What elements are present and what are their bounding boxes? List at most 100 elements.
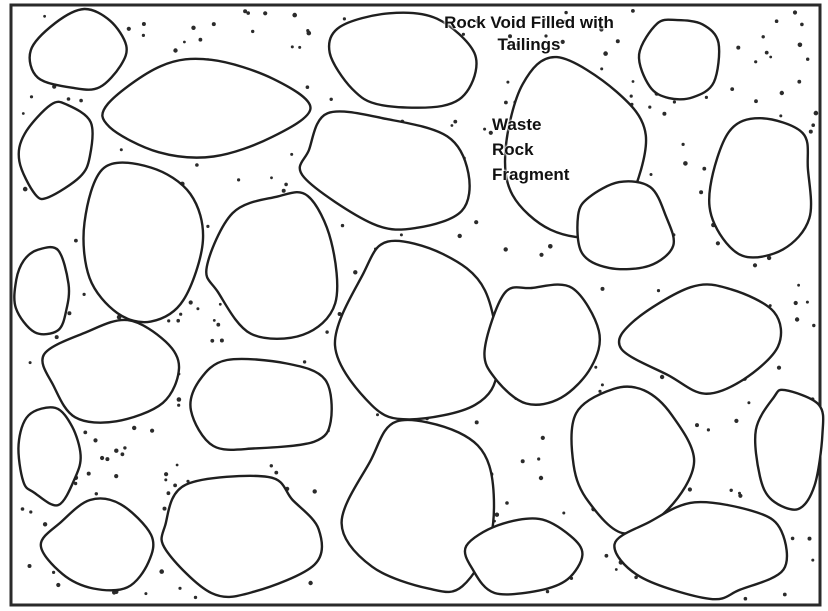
rock-void-label-line-2: Tailings: [418, 34, 640, 56]
tailings-grain: [632, 80, 635, 83]
tailings-grain: [730, 489, 733, 492]
tailings-grain: [308, 581, 312, 585]
tailings-grain: [177, 404, 180, 407]
tailings-grain: [114, 449, 118, 453]
tailings-grain: [376, 413, 379, 416]
tailings-grain: [682, 143, 685, 146]
tailings-grain: [83, 293, 86, 296]
tailings-grain: [539, 253, 543, 257]
tailings-grain: [164, 472, 168, 476]
tailings-grain: [243, 9, 247, 13]
tailings-grain: [730, 87, 734, 91]
tailings-grain: [600, 67, 603, 70]
tailings-grain: [783, 593, 787, 597]
tailings-grain: [159, 569, 164, 574]
tailings-grain: [601, 287, 605, 291]
tailings-grain: [798, 43, 803, 48]
tailings-grain: [114, 474, 118, 478]
tailings-grain: [702, 167, 706, 171]
tailings-grain: [546, 590, 549, 593]
waste-rock-fragment: [83, 163, 203, 323]
tailings-grain: [601, 383, 604, 386]
tailings-grain: [55, 335, 59, 339]
tailings-grain: [100, 456, 104, 460]
tailings-grain: [705, 96, 708, 99]
tailings-grain: [237, 178, 240, 181]
tailings-grain: [736, 46, 740, 50]
tailings-grain: [474, 220, 478, 224]
tailings-grain: [734, 419, 738, 423]
tailings-grain: [284, 183, 288, 187]
tailings-grain: [539, 476, 543, 480]
tailings-grain: [177, 397, 182, 402]
tailings-grain: [738, 492, 741, 495]
tailings-grain: [794, 301, 798, 305]
waste-rock-label-line-3: Fragment: [492, 162, 569, 187]
tailings-grain: [30, 95, 33, 98]
tailings-grain: [87, 472, 91, 476]
tailings-grain: [56, 583, 60, 587]
tailings-grain: [765, 51, 769, 55]
tailings-grain: [43, 15, 46, 18]
tailings-grain: [52, 571, 55, 574]
tailings-grain: [219, 303, 222, 306]
tailings-grain: [325, 330, 328, 333]
tailings-grain: [814, 111, 819, 116]
tailings-grain: [199, 38, 203, 42]
tailings-grain: [673, 100, 676, 103]
tailings-grain: [216, 323, 220, 327]
tailings-grain: [274, 471, 278, 475]
tailings-grain: [167, 491, 171, 495]
tailings-grain: [179, 313, 182, 316]
tailings-grain: [220, 339, 224, 343]
tailings-grain: [74, 239, 78, 243]
tailings-grain: [683, 161, 688, 166]
tailings-grain: [270, 176, 273, 179]
tailings-grain: [754, 60, 757, 63]
tailings-grain: [313, 489, 317, 493]
tailings-grain: [506, 81, 509, 84]
tailings-grain: [23, 187, 28, 192]
tailings-grain: [541, 436, 545, 440]
tailings-grain: [83, 431, 87, 435]
tailings-grain: [210, 339, 214, 343]
waste-rock-fragment: [14, 247, 69, 334]
tailings-grain: [341, 224, 344, 227]
tailings-grain: [458, 234, 462, 238]
tailings-grain: [699, 190, 703, 194]
tailings-grain: [43, 522, 47, 526]
tailings-grain: [173, 48, 177, 52]
tailings-grain: [167, 319, 170, 322]
tailings-grain: [769, 56, 772, 59]
tailings-grain: [67, 311, 71, 315]
tailings-grain: [303, 360, 306, 363]
tailings-grain: [251, 30, 254, 33]
tailings-grain: [93, 438, 97, 442]
tailings-grain: [105, 457, 109, 461]
tailings-grain: [716, 241, 720, 245]
tailings-grain: [123, 446, 126, 449]
tailings-grain: [451, 124, 454, 127]
tailings-grain: [144, 592, 147, 595]
tailings-grain: [762, 35, 765, 38]
tailings-grain: [150, 429, 154, 433]
waste-rock-label-line-1: Waste: [492, 112, 569, 137]
tailings-grain: [806, 301, 809, 304]
tailings-grain: [504, 247, 508, 251]
tailings-grain: [292, 13, 297, 18]
tailings-grain: [800, 23, 804, 27]
tailings-grain: [662, 112, 666, 116]
tailings-grain: [660, 375, 664, 379]
tailings-grain: [775, 19, 779, 23]
tailings-grain: [263, 11, 267, 15]
tailings-grain: [353, 270, 357, 274]
tailings-grain: [707, 428, 710, 431]
tailings-grain: [291, 45, 294, 48]
tailings-grain: [605, 554, 609, 558]
tailings-grain: [121, 452, 125, 456]
tailings-grain: [330, 98, 333, 101]
waste-rock-label: Waste Rock Fragment: [492, 112, 569, 187]
tailings-grain: [688, 487, 692, 491]
tailings-grain: [657, 289, 660, 292]
tailings-grain: [598, 390, 601, 393]
